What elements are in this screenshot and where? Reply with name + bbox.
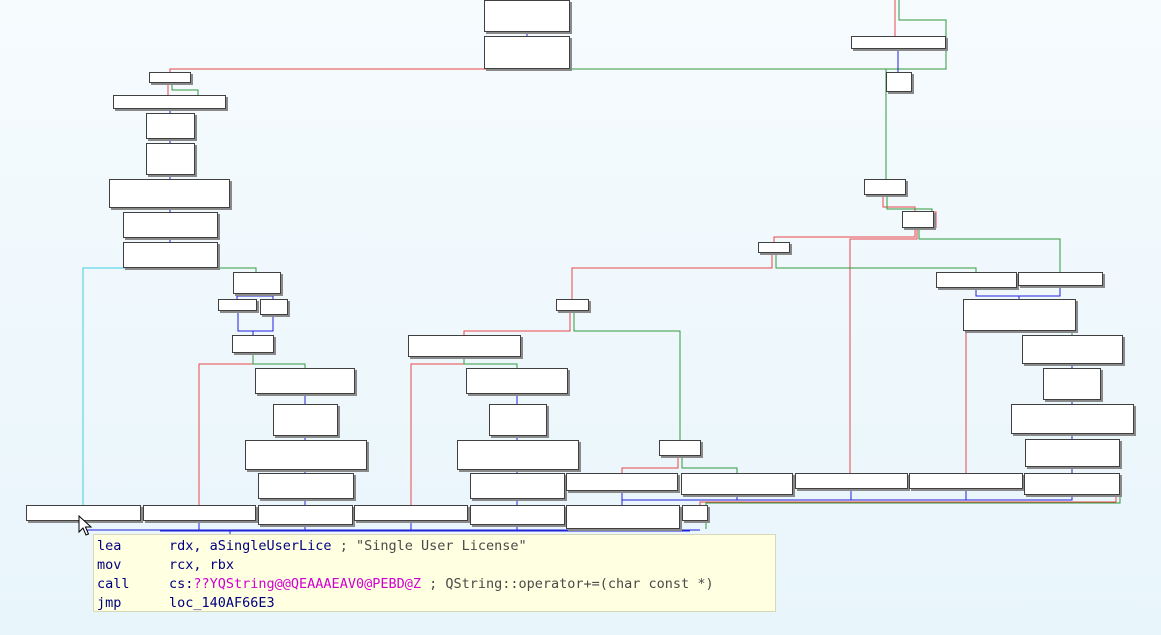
graph-basic-block[interactable] [963, 299, 1076, 331]
graph-basic-block[interactable] [258, 473, 354, 499]
graph-basic-block[interactable] [659, 440, 701, 456]
graph-basic-block[interactable] [273, 404, 338, 436]
graph-edge [918, 228, 1061, 272]
graph-basic-block[interactable] [233, 272, 281, 294]
arrow-cursor-icon [78, 515, 93, 536]
graph-basic-block[interactable] [245, 440, 367, 470]
graph-edge [621, 456, 679, 473]
hint-separator: ; [331, 538, 356, 554]
hint-separator: ; [420, 576, 446, 592]
hint-operands: loc_140AF66E3 [169, 595, 275, 611]
graph-edge [886, 0, 947, 70]
graph-edge [775, 253, 977, 272]
graph-edge [410, 357, 465, 505]
hint-mnemonic: mov [97, 557, 122, 573]
graph-basic-block[interactable] [902, 211, 934, 228]
graph-basic-block[interactable] [470, 473, 565, 499]
graph-basic-block[interactable] [936, 272, 1017, 288]
hint-comment: QString::operator+=(char const *) [445, 576, 714, 592]
graph-basic-block[interactable] [1024, 473, 1120, 495]
hint-mnemonic: lea [97, 538, 122, 554]
graph-basic-block[interactable] [1025, 439, 1120, 467]
graph-basic-block[interactable] [1011, 404, 1134, 434]
graph-edge [463, 357, 518, 368]
graph-edge [965, 330, 1019, 473]
hint-line-1: lea rdx, aSingleUserLice ; "Single User L… [97, 537, 775, 556]
graph-edge [198, 353, 254, 505]
graph-edge [237, 311, 254, 335]
graph-basic-block[interactable] [886, 72, 912, 92]
graph-edge [886, 195, 933, 211]
graph-edge [82, 267, 170, 505]
graph-basic-block[interactable] [354, 505, 468, 521]
graph-basic-block[interactable] [123, 212, 218, 238]
graph-edge [571, 253, 773, 299]
graph-basic-block[interactable] [682, 505, 708, 521]
graph-basic-block[interactable] [109, 179, 230, 208]
graph-basic-block[interactable] [566, 505, 680, 529]
graph-edge [170, 267, 257, 272]
graph-edge [934, 211, 937, 228]
graph-edge [256, 294, 274, 299]
graph-basic-block[interactable] [1022, 335, 1123, 364]
hint-operands: rcx, rbx [169, 557, 235, 573]
graph-basic-block[interactable] [408, 335, 521, 357]
graph-basic-block[interactable] [484, 0, 570, 32]
graph-edge [463, 311, 571, 335]
graph-basic-block[interactable] [851, 36, 946, 49]
graph-edge [573, 311, 681, 440]
hint-operand-prefix: cs: [169, 576, 194, 592]
graph-edge [252, 353, 306, 368]
graph-edge [1019, 330, 1073, 335]
hint-mnemonic: jmp [97, 595, 122, 611]
instruction-hint-tooltip: lea rdx, aSingleUserLice ; "Single User L… [93, 534, 776, 612]
graph-basic-block[interactable] [566, 473, 678, 491]
graph-basic-block[interactable] [470, 505, 565, 525]
graph-basic-block[interactable] [260, 299, 288, 315]
graph-edge [975, 286, 1061, 297]
graph-basic-block[interactable] [864, 179, 906, 195]
graph-basic-block[interactable] [1043, 368, 1101, 400]
hint-comment: "Single User License" [355, 538, 527, 554]
hint-operands: rdx, aSingleUserLice [169, 538, 332, 554]
graph-basic-block[interactable] [484, 36, 570, 69]
hint-symbol: ??YQString@@QEAAAEAV0@PEBD@Z [193, 576, 421, 592]
graph-basic-block[interactable] [489, 404, 547, 436]
graph-basic-block[interactable] [556, 299, 589, 311]
graph-edge [849, 228, 918, 473]
hint-line-3: call cs:??YQString@@QEAAAEAV0@PEBD@Z ; QS… [97, 575, 775, 594]
graph-edge [253, 315, 274, 332]
graph-basic-block[interactable] [123, 242, 218, 268]
graph-edge [681, 456, 738, 473]
graph-basic-block[interactable] [218, 299, 257, 311]
graph-basic-block[interactable] [1018, 272, 1103, 286]
hint-line-2: mov rcx, rbx [97, 556, 775, 575]
graph-edge [621, 491, 1073, 501]
graph-basic-block[interactable] [457, 440, 579, 470]
hint-line-4: jmp loc_140AF66E3 [97, 594, 775, 613]
graph-basic-block[interactable] [113, 95, 226, 109]
graph-edge [699, 495, 1117, 505]
graph-basic-block[interactable] [258, 505, 353, 525]
graph-basic-block[interactable] [255, 368, 355, 394]
graph-edge [169, 68, 527, 72]
graph-edge [171, 83, 199, 95]
graph-edge [527, 68, 887, 179]
graph-basic-block[interactable] [795, 473, 908, 489]
graph-basic-block[interactable] [149, 72, 191, 83]
graph-basic-block[interactable] [909, 473, 1023, 489]
graph-basic-block[interactable] [232, 335, 274, 353]
hint-mnemonic: call [97, 576, 130, 592]
graph-basic-block[interactable] [146, 113, 195, 139]
graph-basic-block[interactable] [758, 242, 790, 253]
graph-basic-block[interactable] [681, 473, 793, 495]
graph-basic-block[interactable] [143, 505, 256, 521]
graph-basic-block[interactable] [146, 143, 195, 175]
graph-basic-block[interactable] [466, 368, 568, 394]
graph-edge [773, 228, 916, 242]
